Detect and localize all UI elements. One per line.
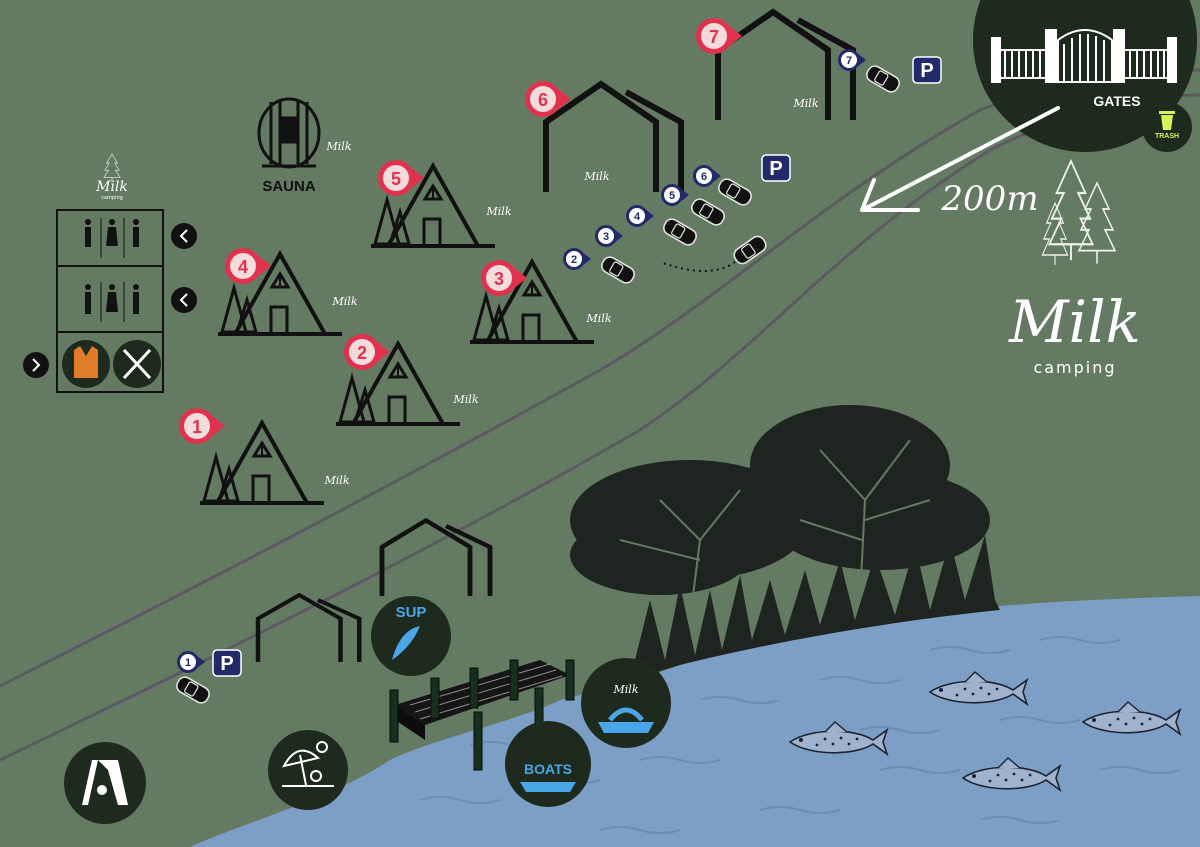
parking-symbol: P	[920, 60, 933, 82]
parking-spot-number: 2	[571, 254, 577, 266]
sauna-label: SAUNA	[262, 178, 316, 195]
toilet-icon	[85, 218, 139, 258]
svg-text:Milk: Milk	[486, 205, 512, 218]
parking-spot-5[interactable]: 5	[661, 184, 728, 229]
parking-sign: P	[761, 154, 791, 182]
parking-symbol: P	[220, 653, 233, 675]
parking-spot-number: 5	[669, 190, 675, 202]
parking-spot-number: 1	[185, 657, 191, 669]
gates-icon	[991, 29, 1177, 83]
svg-text:Milk: Milk	[586, 312, 612, 325]
pedal-boat-point[interactable]: Milk	[581, 658, 671, 748]
pedal-boat-mark: Milk	[613, 683, 639, 696]
distance-label: 200m	[940, 179, 1038, 219]
chevron-right-icon	[32, 358, 41, 372]
beach-umbrella-icon	[282, 741, 334, 787]
parking-spot-7[interactable]: 7	[838, 49, 903, 96]
gates-label: GATES	[1093, 93, 1140, 109]
trash-point[interactable]: TRASH	[1142, 102, 1192, 152]
svg-text:Milk: Milk	[324, 474, 350, 487]
sup-point[interactable]: SUP	[371, 596, 451, 676]
lake	[190, 596, 1200, 847]
cabin-4[interactable]: 4	[216, 248, 344, 336]
parking-spots: 7 6 5 4 3 2 1	[173, 49, 903, 707]
sauna-icon	[257, 97, 321, 169]
cabin-number: 5	[391, 169, 401, 189]
trash-label: TRASH	[1155, 133, 1179, 140]
sup-label: SUP	[396, 604, 427, 621]
chevron-left-icon	[179, 293, 188, 307]
parking-spot-1[interactable]: 1	[173, 651, 213, 707]
parking-spot-number: 3	[603, 231, 609, 243]
cabin-logo-marks: Milk Milk Milk Milk Milk Milk Milk Milk	[324, 97, 819, 487]
cabin-number: 4	[238, 257, 248, 277]
house-7[interactable]: 7	[696, 12, 853, 120]
shower-icon	[85, 282, 139, 322]
cabin-number: 6	[538, 90, 548, 110]
parking-spot-number: 7	[846, 55, 852, 67]
house-6[interactable]: 6	[525, 81, 681, 192]
oars-icon	[113, 340, 161, 388]
cabin-2[interactable]: 2	[334, 334, 462, 426]
facilities-block	[56, 209, 164, 393]
pedal-boat-icon	[598, 707, 654, 733]
chevron-left-icon	[179, 229, 188, 243]
brand-name: Milk	[1008, 288, 1141, 356]
parking-sign: P	[212, 649, 242, 677]
direction-arrow	[860, 106, 1060, 212]
gates-area[interactable]: GATES	[973, 0, 1197, 152]
cabin-1[interactable]: 1	[179, 408, 326, 505]
facility-arrow-buttons[interactable]	[23, 223, 197, 378]
svg-text:Milk: Milk	[584, 170, 610, 183]
milk-camping-logo: Milk camping	[1008, 159, 1141, 377]
svg-text:Milk: Milk	[332, 295, 358, 308]
parking-spot-6[interactable]: 6	[693, 165, 755, 209]
brand-subtitle: camping	[1033, 358, 1116, 377]
small-brand-name: Milk	[95, 179, 128, 195]
arrow-right-button[interactable]	[23, 352, 49, 378]
lakeside-trees-illustration	[570, 405, 1000, 680]
water-ripples	[419, 636, 1181, 834]
cabin-number: 2	[357, 343, 367, 363]
boats-point[interactable]: BOATS	[505, 721, 591, 807]
parking-spot-4[interactable]: 4	[626, 205, 700, 249]
small-brand-logo: Milk camping	[95, 153, 128, 201]
parking-spot-number: 4	[634, 211, 641, 223]
svg-text:Milk: Milk	[793, 97, 819, 110]
parking-symbol: P	[769, 158, 782, 180]
boat-icon	[520, 782, 576, 792]
sup-board-icon	[392, 626, 420, 660]
parking-signs: P P P	[212, 56, 942, 677]
cabin-number: 7	[709, 27, 719, 47]
trash-icon	[1159, 111, 1175, 130]
parking-spot-2[interactable]: 2	[563, 248, 638, 287]
pier	[389, 659, 575, 771]
parking-spot-3[interactable]: 3	[595, 225, 623, 247]
playground-slide-icon	[82, 760, 128, 805]
arrow-left-button[interactable]	[171, 223, 197, 249]
life-vest-icon	[62, 340, 110, 388]
playground-point[interactable]	[64, 742, 146, 824]
cabin-3[interactable]: 3	[468, 260, 596, 344]
boats-label: BOATS	[524, 761, 572, 777]
small-brand-subtitle: camping	[101, 195, 123, 201]
parking-spot-number: 6	[701, 171, 707, 183]
svg-text:Milk: Milk	[326, 140, 352, 153]
cabin-number: 1	[192, 417, 202, 437]
cabin-5[interactable]: 5	[369, 160, 497, 248]
beach-point[interactable]	[268, 730, 348, 810]
sauna[interactable]: SAUNA	[257, 97, 321, 195]
arrow-left-button[interactable]	[171, 287, 197, 313]
cabin-number: 3	[494, 269, 504, 289]
parking-sign: P	[912, 56, 942, 84]
svg-text:Milk: Milk	[453, 393, 479, 406]
